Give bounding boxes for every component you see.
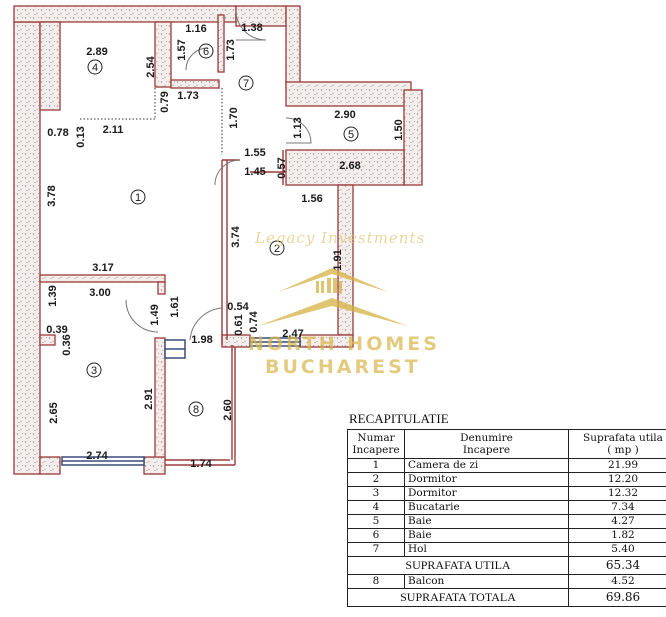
room-marker-4: 4 <box>87 59 103 75</box>
dimension-label: 1.55 <box>244 147 265 159</box>
svg-text:6: 6 <box>203 46 209 58</box>
dimension-label: 2.89 <box>86 46 107 58</box>
watermark-script: Legacy Investments <box>254 229 425 247</box>
dimension-label: 1.61 <box>169 296 181 317</box>
dimension-label: 0.61 <box>233 314 245 335</box>
svg-text:3: 3 <box>91 365 97 377</box>
dimension-label: 1.16 <box>185 23 206 35</box>
dimension-label: 0.78 <box>47 127 68 139</box>
dimension-label: 0.39 <box>46 324 67 336</box>
doors <box>125 9 312 341</box>
dimension-label: 3.00 <box>89 287 110 299</box>
svg-text:8: 8 <box>193 404 199 416</box>
dimension-label: 1.74 <box>190 458 212 470</box>
room-marker-2: 2 <box>269 240 285 256</box>
svg-text:5: 5 <box>348 129 354 141</box>
header-area: Suprafata utila( mp ) <box>568 429 666 459</box>
room-marker-7: 7 <box>238 75 254 91</box>
watermark-roof-icon <box>278 268 388 292</box>
dimension-label: 1.73 <box>225 39 237 60</box>
dimension-label: 2.90 <box>334 109 355 121</box>
dimension-label: 1.57 <box>176 39 188 60</box>
dimension-label: 1.91 <box>332 249 344 270</box>
dimension-label: 2.54 <box>145 55 157 77</box>
dimension-label: 1.39 <box>47 285 59 306</box>
dimension-label: 1.73 <box>177 90 198 102</box>
dimension-label: 2.11 <box>103 124 124 136</box>
dimension-label: 1.45 <box>244 166 265 178</box>
dimension-label: 1.98 <box>191 334 212 346</box>
svg-text:1: 1 <box>135 192 141 204</box>
room-marker-8: 8 <box>188 401 204 417</box>
dimension-label: 2.68 <box>339 160 360 172</box>
room-marker-3: 3 <box>86 362 102 378</box>
room-marker-5: 5 <box>343 126 359 142</box>
dimension-label: 0.54 <box>227 301 249 313</box>
dimension-label: 3.78 <box>46 185 58 206</box>
dimension-label: 0.79 <box>159 91 171 112</box>
dimension-label: 1.38 <box>241 22 262 34</box>
dimension-label: 2.60 <box>222 399 234 420</box>
room-number-markers: 1 2 3 4 5 6 7 8 <box>86 43 359 417</box>
svg-text:4: 4 <box>92 62 98 74</box>
watermark-brand-1: NORTH HOMES <box>248 333 440 355</box>
dimension-label: 1.56 <box>301 193 322 205</box>
dimension-label: 0.13 <box>75 126 87 147</box>
dimension-label: 2.74 <box>86 450 108 462</box>
room-marker-1: 1 <box>130 189 146 205</box>
dimension-label: 3.74 <box>230 225 242 247</box>
watermark: Legacy Investments NORTH HOMES BUCHAREST <box>248 229 440 378</box>
recap-title: RECAPITULATIE <box>349 411 449 426</box>
svg-text:2: 2 <box>274 243 280 255</box>
windows <box>61 337 301 466</box>
thin-walls <box>165 150 286 466</box>
openings <box>80 88 223 155</box>
dimension-label: 1.13 <box>292 117 304 138</box>
svg-text:7: 7 <box>243 78 249 90</box>
dimension-label: 2.47 <box>282 328 303 340</box>
dimension-label: 1.49 <box>149 304 161 325</box>
dimension-label: 3.17 <box>92 262 113 274</box>
watermark-brand-2: BUCHAREST <box>265 356 421 378</box>
dimension-label: 0.74 <box>248 310 260 332</box>
dimension-label: 1.50 <box>393 119 405 140</box>
dimension-label: 0.57 <box>276 157 288 178</box>
dimension-label: 2.91 <box>143 388 155 409</box>
dimension-labels: 2.89 2.54 1.16 1.57 1.73 1.38 1.73 0.79 0.78 0.13… <box>46 22 405 470</box>
walls <box>13 5 423 475</box>
watermark-windows-icon <box>316 278 342 293</box>
dimension-label: 2.65 <box>48 402 60 423</box>
dimension-label: 1.70 <box>228 107 240 128</box>
room-marker-6: 6 <box>198 43 214 59</box>
dimension-label: 0.36 <box>61 334 73 355</box>
